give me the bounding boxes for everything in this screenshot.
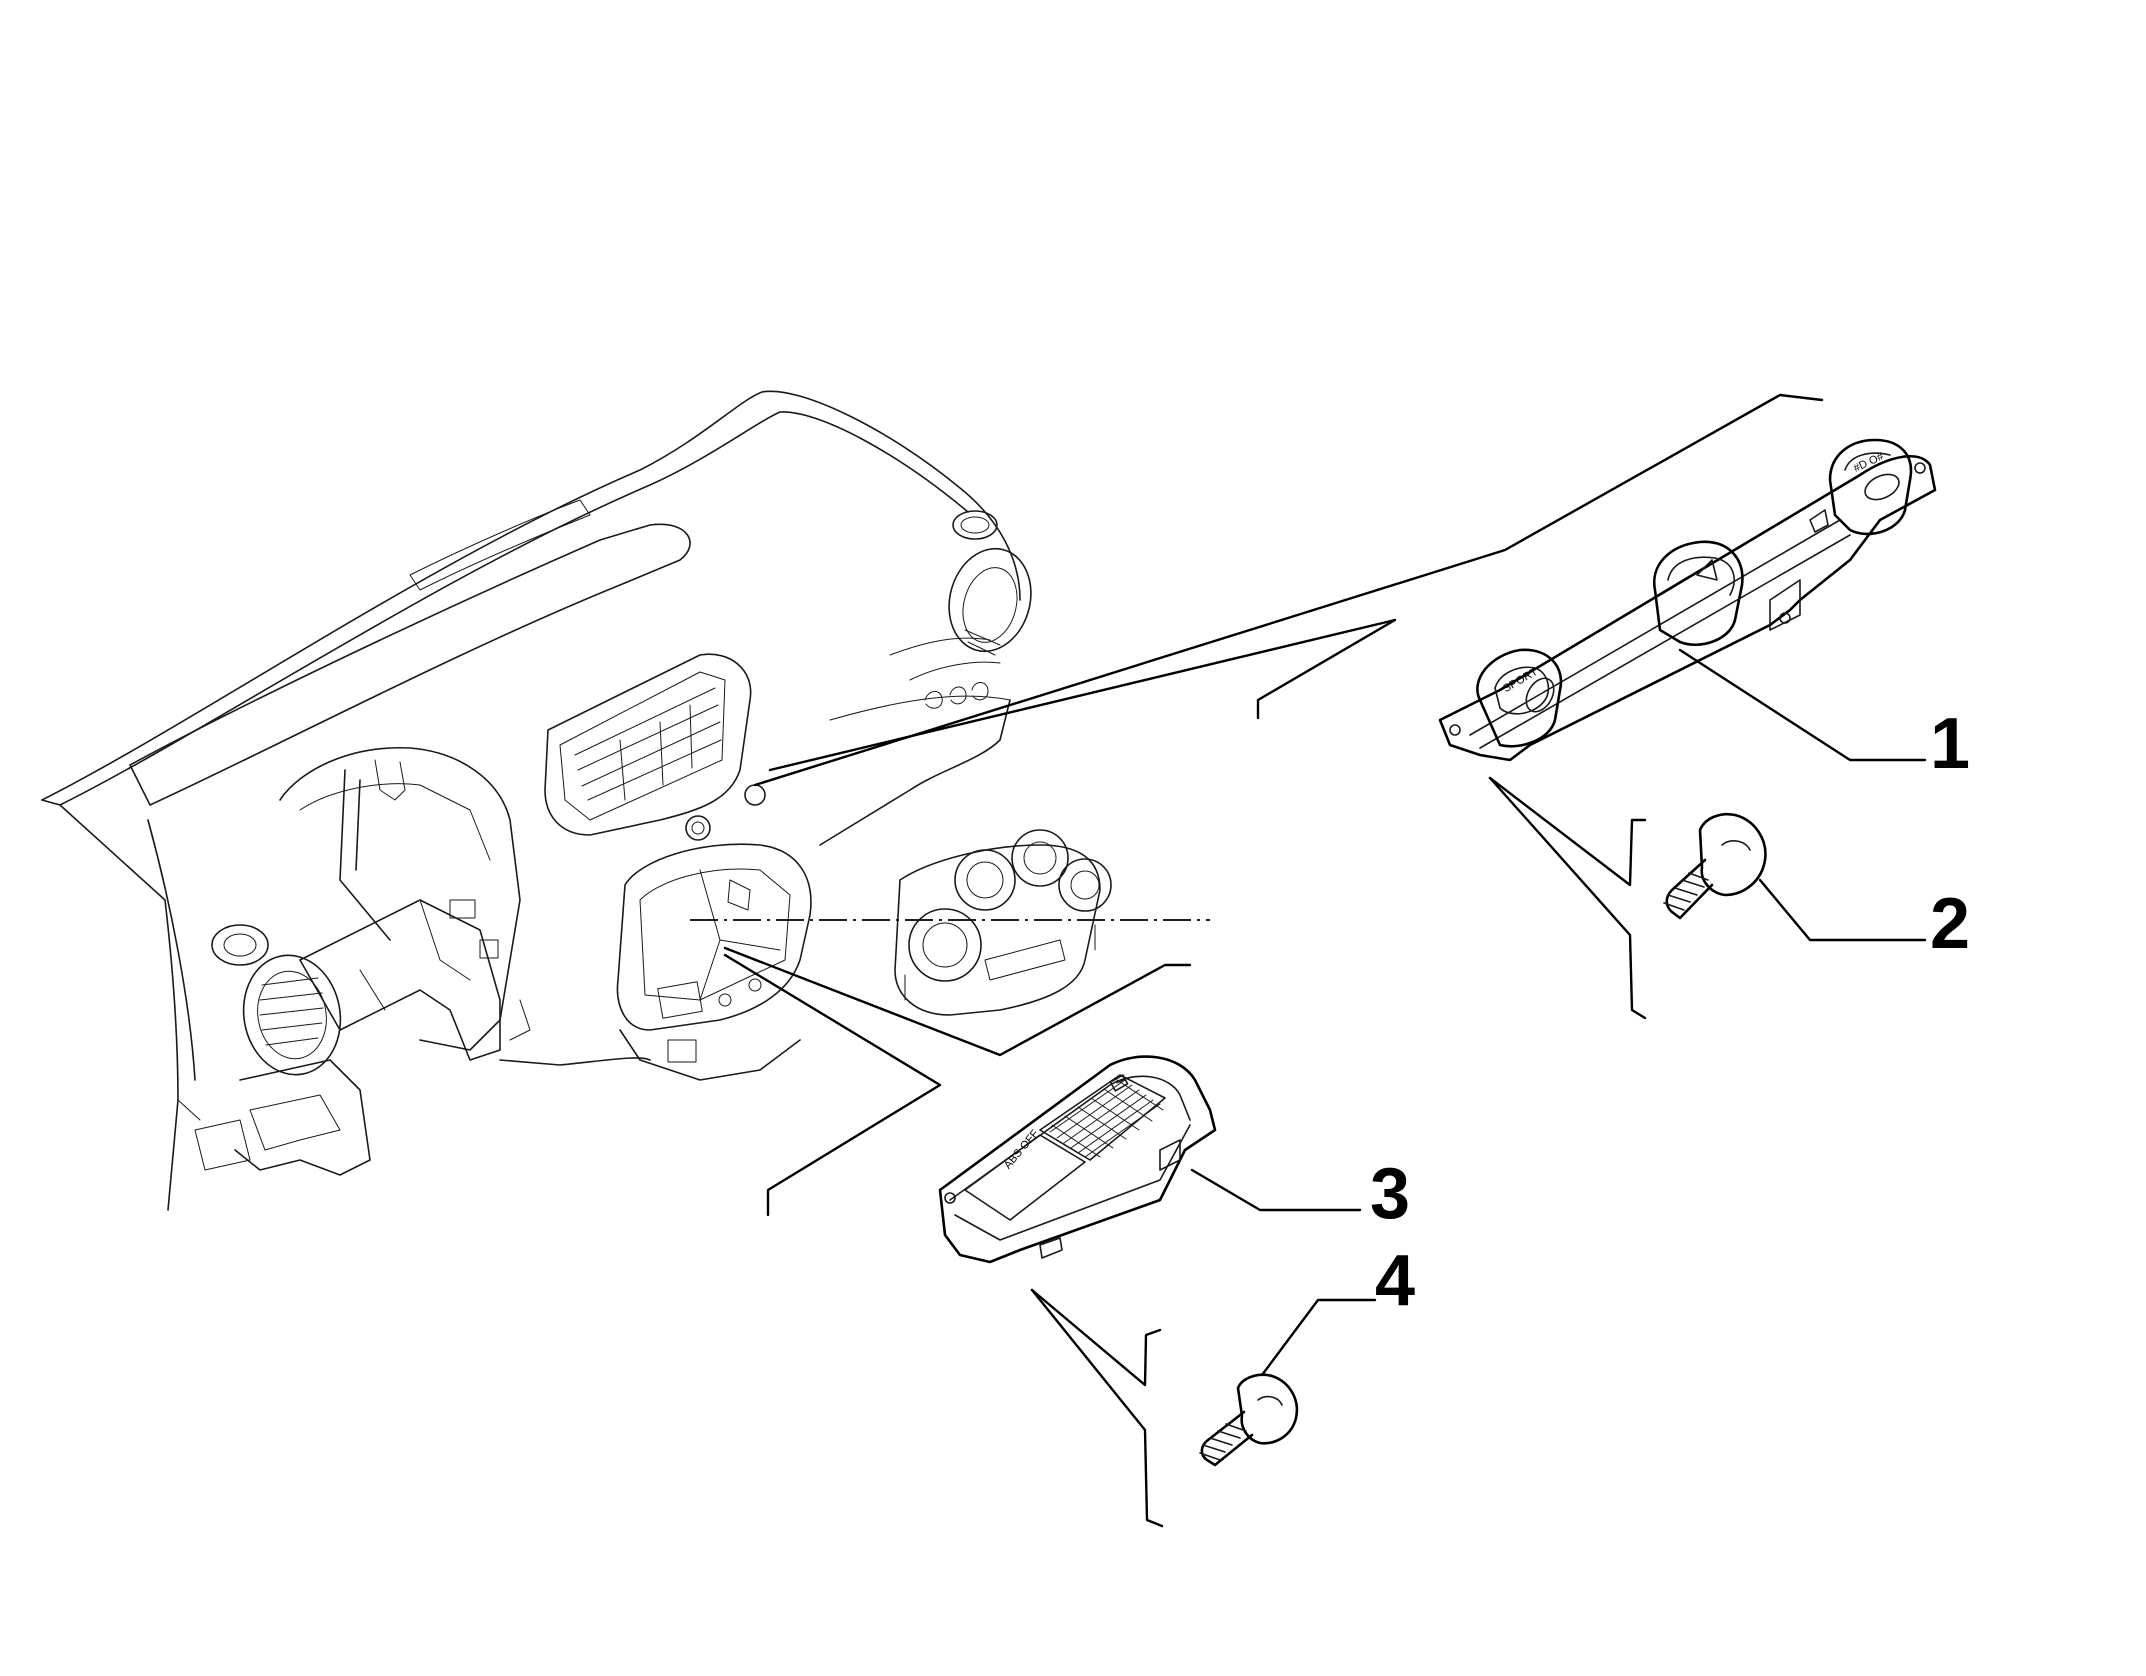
leader-2 <box>1758 878 1927 942</box>
screw-part-2 <box>1663 812 1767 920</box>
leader-1 <box>1678 648 1927 762</box>
callout-2: 2 <box>1930 884 1970 964</box>
leader-lines <box>723 393 1927 1528</box>
callout-3: 3 <box>1370 1154 1410 1234</box>
callout-4: 4 <box>1375 1241 1415 1321</box>
switch-module-part-3: ABS OFF <box>938 1055 1217 1264</box>
leader-4 <box>1260 1298 1377 1377</box>
callout-1: 1 <box>1930 704 1970 784</box>
screw-part-4 <box>1199 1373 1299 1467</box>
abs-off-label: ABS OFF <box>1002 1127 1042 1171</box>
button-texture <box>1049 1079 1164 1158</box>
leader-3 <box>1190 1168 1362 1212</box>
sport-label: SPORT <box>1501 666 1540 695</box>
dashboard-assembly <box>41 390 1032 1211</box>
sport-button: SPORT <box>1476 648 1563 748</box>
hazard-triangle-icon <box>1696 559 1718 581</box>
hazard-button <box>1652 540 1744 647</box>
heater-control-panel <box>894 829 1112 1016</box>
switch-bar-part-1: SPORT #D O# <box>1438 438 1937 762</box>
